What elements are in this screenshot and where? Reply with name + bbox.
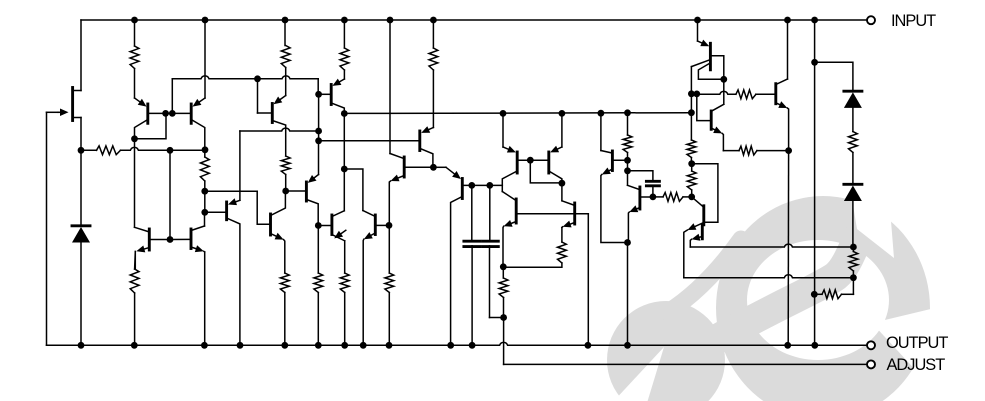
svg-text:OUTPUT: OUTPUT	[886, 334, 948, 352]
svg-text:INPUT: INPUT	[891, 12, 936, 30]
svg-text:ADJUST: ADJUST	[887, 356, 946, 374]
